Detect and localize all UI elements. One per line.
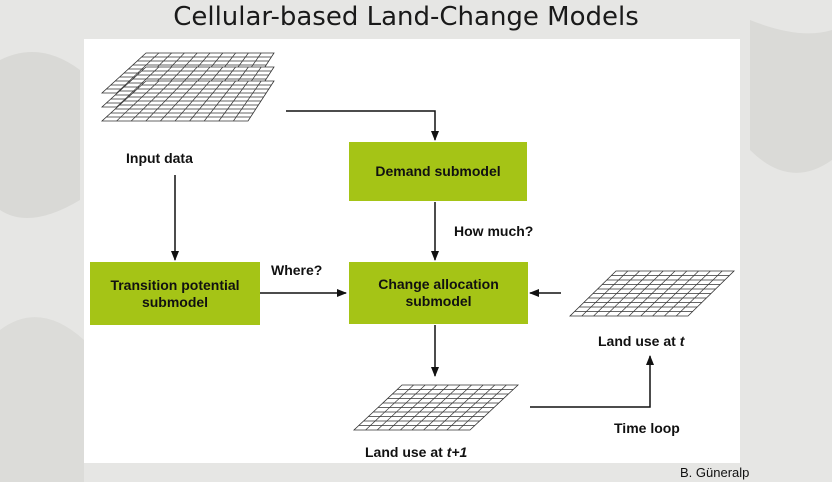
land-use-t1-grid xyxy=(352,384,520,431)
land-use-t1-grid-gridline xyxy=(423,384,472,431)
demand-submodel-label: Demand submodel xyxy=(375,163,501,179)
land-use-t1-grid-gridline xyxy=(434,384,484,431)
input-data-layer-gridline xyxy=(203,80,236,122)
change-allocation-submodel-box: Change allocation submodel xyxy=(349,262,528,324)
land-use-t-grid-gridline xyxy=(664,270,711,317)
where-label: Where? xyxy=(271,262,323,278)
land-use-t-grid-gridline xyxy=(652,270,699,317)
input-data-layer-gridline xyxy=(189,80,224,122)
land-use-t1-label: Land use at t+1 xyxy=(365,444,468,460)
credit-text: B. Güneralp xyxy=(680,465,750,480)
land-use-t-grid-gridline xyxy=(640,270,688,317)
demand-submodel-box: Demand submodel xyxy=(349,142,527,201)
input-data-layer xyxy=(100,80,275,122)
input-data-grid-stack xyxy=(100,52,275,122)
slide-title: Cellular-based Land-Change Models xyxy=(173,2,639,32)
land-use-t-grid xyxy=(569,270,735,317)
diagram-canvas xyxy=(100,52,735,431)
how-much-label: How much? xyxy=(454,223,534,239)
time-loop-label: Time loop xyxy=(614,420,680,436)
input-data-layer-gridline xyxy=(218,80,249,122)
transition-potential-submodel-label: Transition potential submodel xyxy=(110,276,240,310)
input-data-label: Input data xyxy=(126,150,193,166)
change-allocation-submodel-label: Change allocation submodel xyxy=(378,276,499,309)
diagram-panel: Demand submodel Transition potential sub… xyxy=(84,39,740,463)
transition-potential-submodel-box: Transition potential submodel xyxy=(90,262,260,325)
input-data-layer-gridline xyxy=(233,80,262,122)
land-use-t-label: Land use at t xyxy=(598,333,685,349)
arrow-time-loop xyxy=(530,355,654,408)
arrow-input-to-demand xyxy=(286,110,439,141)
land-use-t1-grid-gridline xyxy=(446,384,496,431)
land-use-t-grid-gridline xyxy=(675,270,723,317)
land-use-t1-grid-gridline xyxy=(458,384,507,431)
